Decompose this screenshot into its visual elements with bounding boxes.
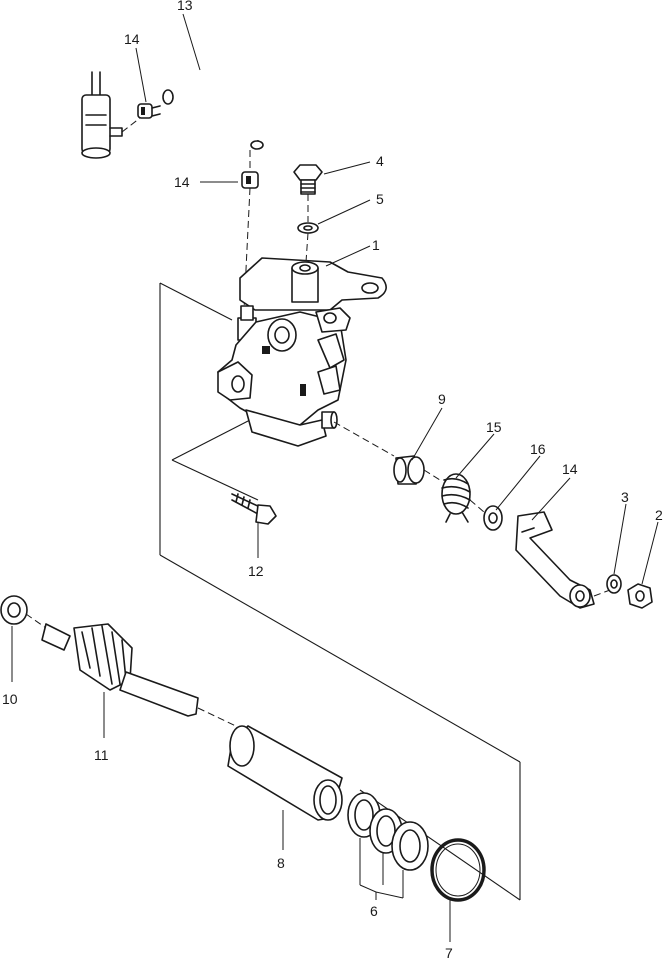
sensor-plug [81,71,141,159]
callout-2: 2 [655,507,663,523]
part-16-spring [441,473,485,523]
callout-17: 16 [530,441,546,457]
part-6-washers [347,792,429,871]
part-11-gear-shaft [41,623,241,729]
callout-1: 1 [372,237,380,253]
part-9-sleeve [393,455,441,485]
callout-3: 3 [621,489,629,505]
callout-8: 8 [277,855,285,871]
callout-15: 14 [562,461,578,477]
part-4-bolt [293,164,323,222]
callout-9: 9 [438,391,446,407]
callout-4: 4 [376,153,384,169]
callout-13: 13 [177,0,193,13]
callout-11: 11 [94,747,109,763]
leader-lines [11,13,659,942]
callout-6: 6 [370,903,378,919]
callout-14-upper: 14 [124,31,140,47]
part-10-washer [0,595,47,629]
part-8-cylinder [227,725,343,821]
part-15-lever [515,511,611,609]
part-1-oil-pump [217,257,395,457]
part-12-bolt [231,493,277,525]
callout-7: 7 [445,945,453,961]
part-7-o-ring [430,838,486,902]
part-3-washer [606,574,622,594]
part-14-clamp-upper [137,103,161,119]
callout-14-lower: 14 [174,174,190,190]
part-2-nut [627,583,653,609]
part-13-hose [162,55,268,150]
callout-16: 15 [486,419,502,435]
part-17-washer [483,505,503,531]
callout-10: 10 [2,691,18,707]
callout-12: 12 [248,563,264,579]
part-5-washer [297,222,319,263]
callout-5: 5 [376,191,384,207]
